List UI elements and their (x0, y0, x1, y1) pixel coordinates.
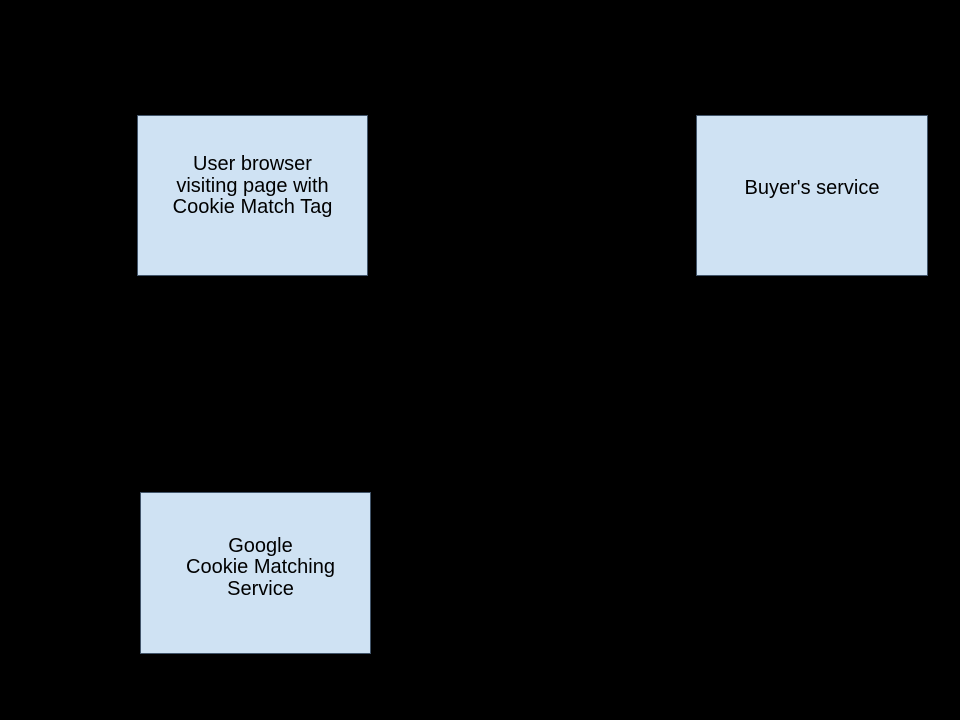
node-label-line: Cookie Match Tag (172, 196, 333, 219)
node-label-line: visiting page with (176, 174, 329, 197)
node-google-cookie-matching-service-label: Google Cookie Matching Service (186, 534, 335, 601)
node-label-line: Service (227, 577, 294, 600)
node-buyers-service-label: Buyer's service (744, 176, 880, 200)
node-google-cookie-matching-service: Google Cookie Matching Service (140, 492, 371, 654)
node-label-line: Cookie Matching (186, 556, 335, 579)
node-buyers-service: Buyer's service (696, 115, 928, 276)
node-label-line: User browser (193, 153, 312, 176)
node-user-browser-label: User browser visiting page with Cookie M… (173, 154, 333, 219)
node-user-browser: User browser visiting page with Cookie M… (137, 115, 368, 276)
node-label-line: Buyer's service (744, 176, 880, 199)
node-label-line: Google (228, 534, 293, 557)
